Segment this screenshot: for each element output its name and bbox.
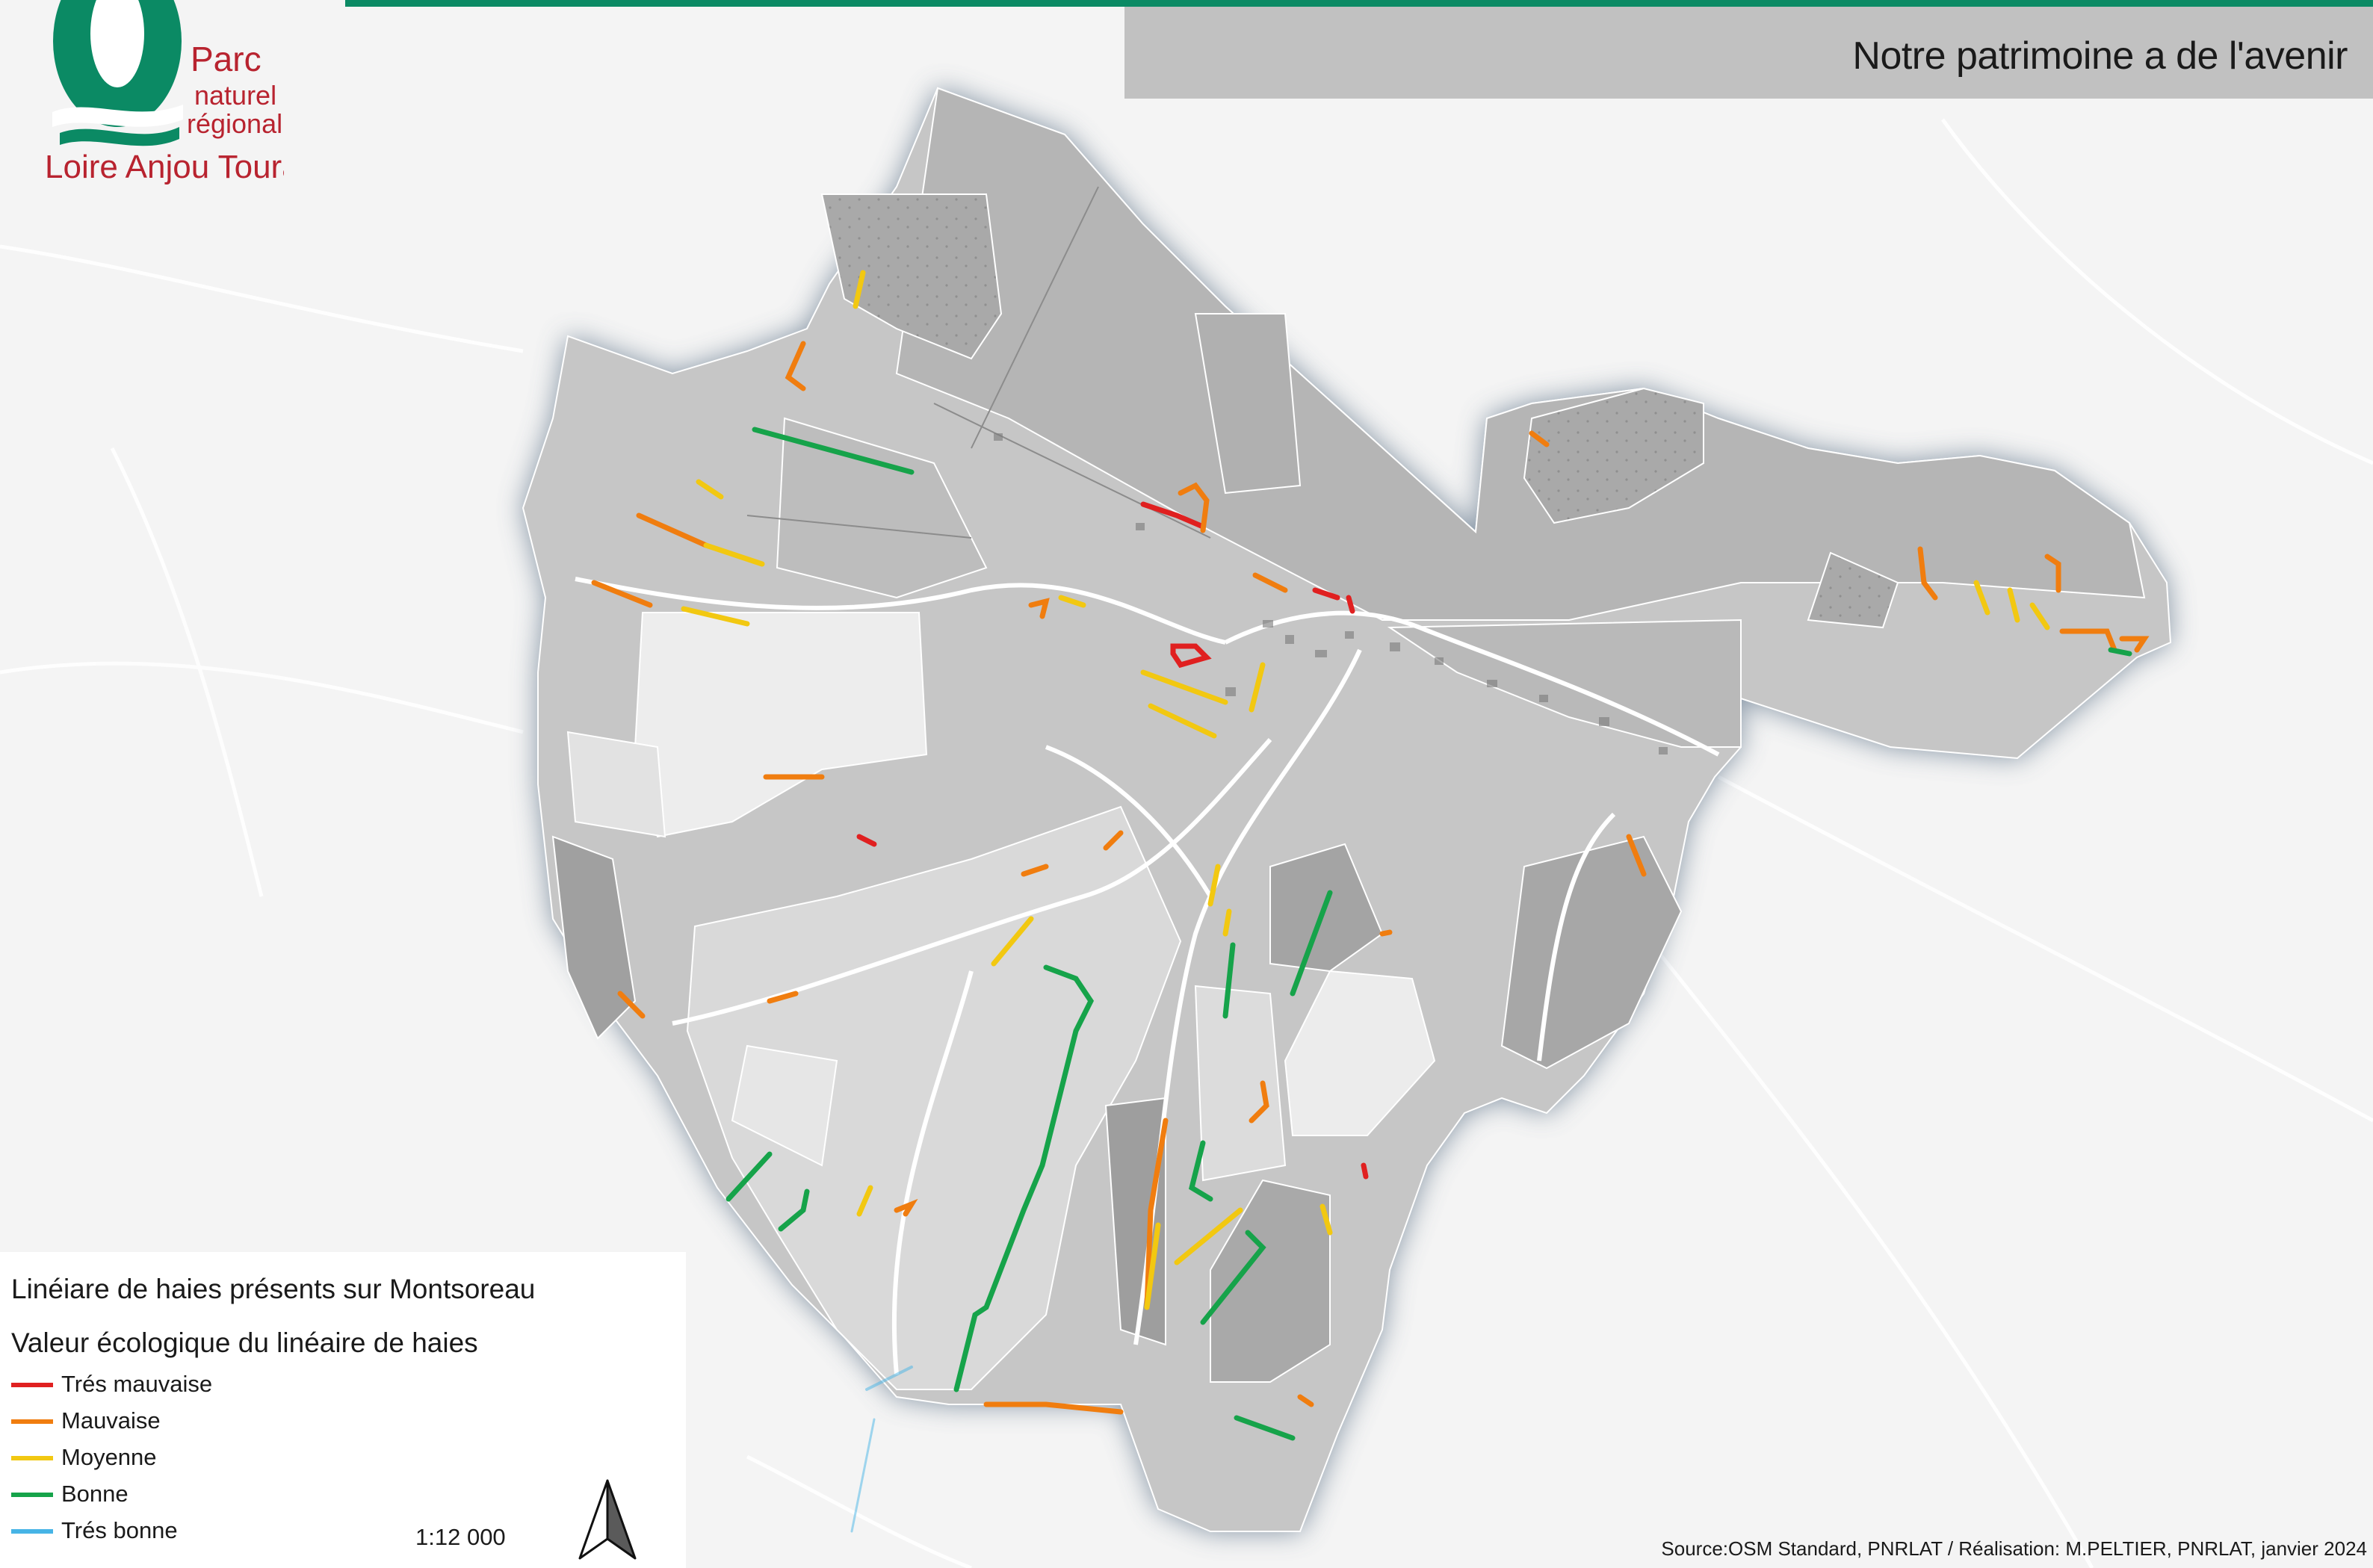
north-arrow-icon xyxy=(578,1479,637,1560)
background-roads xyxy=(0,118,2373,1568)
logo-text-naturel: naturel xyxy=(194,80,276,111)
legend-swatch xyxy=(11,1456,53,1460)
logo-text-parc: Parc xyxy=(191,40,262,78)
legend-label: Trés mauvaise xyxy=(61,1371,213,1397)
title-banner: Notre patrimoine a de l'avenir xyxy=(1124,7,2373,99)
legend-swatch xyxy=(11,1383,53,1387)
park-logo: Parc naturel régional Loire Anjou Tourai… xyxy=(45,0,284,185)
source-credits: Source:OSM Standard, PNRLAT / Réalisatio… xyxy=(1661,1537,2367,1560)
top-accent-bar xyxy=(345,0,2373,7)
commune-area xyxy=(522,87,2172,1532)
legend-label: Mauvaise xyxy=(61,1407,161,1434)
legend-subtitle: Valeur écologique du linéaire de haies xyxy=(11,1327,478,1358)
legend-title: Linéiare de haies présents sur Montsorea… xyxy=(11,1274,536,1304)
legend-swatch xyxy=(11,1529,53,1534)
secondary-roads xyxy=(746,186,1211,539)
village-buildings xyxy=(994,433,1668,754)
legend-swatch xyxy=(11,1419,53,1424)
logo-text-name: Loire Anjou Touraine xyxy=(45,149,284,185)
page-title: Notre patrimoine a de l'avenir xyxy=(1852,34,2348,78)
hedge-lines xyxy=(591,270,2150,1533)
logo-wave-1 xyxy=(52,105,183,127)
logo-text-regional: régional xyxy=(187,108,282,139)
map-scale: 1:12 000 xyxy=(415,1524,506,1550)
legend-label: Trés bonne xyxy=(61,1517,178,1543)
legend-label: Bonne xyxy=(61,1481,129,1507)
logo-wave-2 xyxy=(60,127,179,146)
legend-panel: Linéiare de haies présents sur Montsorea… xyxy=(0,1252,686,1568)
legend-label: Moyenne xyxy=(61,1444,157,1470)
legend-swatch xyxy=(11,1493,53,1497)
logo-q-hole xyxy=(90,0,144,87)
